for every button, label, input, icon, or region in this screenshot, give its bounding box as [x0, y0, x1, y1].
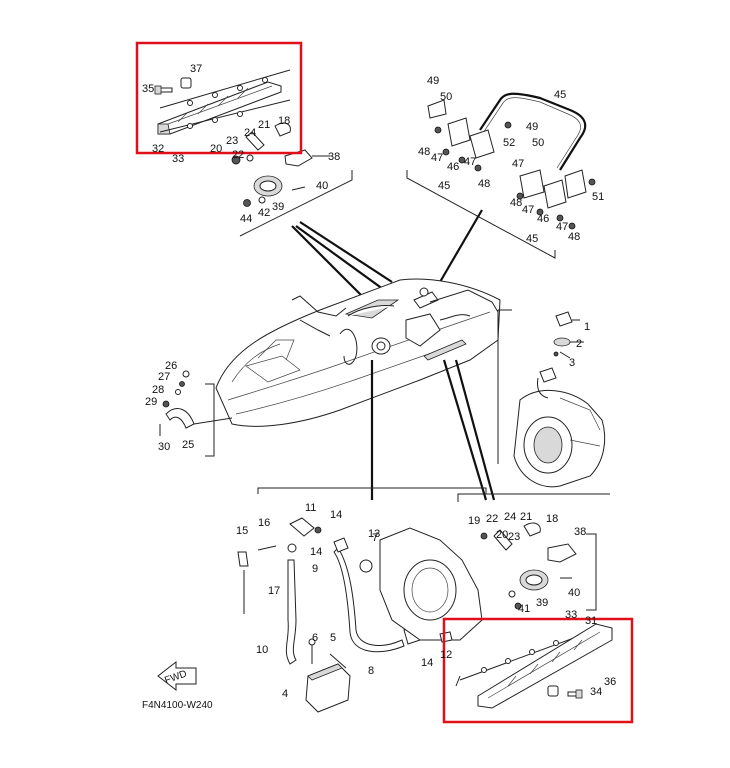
part-number-label: 1 [584, 321, 590, 333]
part-number-label: 44 [240, 213, 252, 225]
part-number-label: 32 [152, 143, 164, 155]
part-number-label: 48 [478, 178, 490, 190]
part-number-label: 9 [312, 563, 318, 575]
part-number-label: 19 [468, 515, 480, 527]
jet-pump-group [497, 309, 606, 488]
part-number-label: 45 [438, 180, 450, 192]
part-number-label: 29 [145, 396, 157, 408]
left-bracket-group [159, 370, 233, 457]
part-number-label: 47 [431, 152, 443, 164]
part-number-label: 40 [316, 180, 328, 192]
part-number-label: 13 [368, 528, 380, 540]
part-number-label: 23 [508, 531, 520, 543]
watercraft-hull [215, 278, 501, 427]
part-number-label: 5 [330, 632, 336, 644]
bottom-left-group [237, 517, 483, 713]
part-number-label: 50 [532, 137, 544, 149]
part-number-label: 3 [569, 357, 575, 369]
part-number-label: 52 [503, 137, 515, 149]
part-number-label: 48 [510, 197, 522, 209]
part-number-label: 36 [604, 676, 616, 688]
bottom-rail [455, 623, 613, 709]
part-number-label: 38 [328, 151, 340, 163]
part-number-label: 48 [418, 146, 430, 158]
part-number-label: 38 [574, 526, 586, 538]
part-number-label: 47 [512, 158, 524, 170]
part-number-label: 28 [152, 384, 164, 396]
part-number-label: 21 [520, 511, 532, 523]
part-number-label: 12 [440, 649, 452, 661]
part-number-label: 4 [282, 688, 288, 700]
part-number-label: 25 [182, 439, 194, 451]
fwd-arrow: FWD [157, 660, 197, 692]
part-number-label: 40 [568, 587, 580, 599]
part-number-label: 33 [172, 153, 184, 165]
part-number-label: 46 [447, 161, 459, 173]
part-number-label: 20 [496, 529, 508, 541]
part-number-label: 26 [165, 360, 177, 372]
part-number-label: 39 [272, 201, 284, 213]
clip-part [245, 131, 265, 151]
part-number-label: 47 [556, 221, 568, 233]
part-number-label: 14 [330, 509, 342, 521]
part-number-label: 47 [522, 204, 534, 216]
part-number-label: 47 [464, 156, 476, 168]
part-number-label: 35 [142, 83, 154, 95]
part-number-label: 10 [256, 644, 268, 656]
part-number-label: 22 [232, 149, 244, 161]
part-number-label: 34 [590, 686, 602, 698]
highlight-box-top [135, 41, 303, 155]
part-number-label: 6 [312, 632, 318, 644]
part-number-label: 15 [236, 525, 248, 537]
part-number-label: 49 [526, 121, 538, 133]
part-number-label: 24 [244, 127, 256, 139]
part-number-label: 49 [427, 75, 439, 87]
part-number-label: 33 [565, 609, 577, 621]
part-number-label: 20 [210, 143, 222, 155]
part-number-label: 37 [190, 63, 202, 75]
part-number-label: 42 [258, 207, 270, 219]
part-number-label: 46 [537, 213, 549, 225]
part-number-label: 23 [226, 135, 238, 147]
part-number-label: 14 [310, 546, 322, 558]
part-number-label: 45 [554, 89, 566, 101]
part-number-label: 45 [526, 233, 538, 245]
part-number-label: 39 [536, 597, 548, 609]
part-number-label: 51 [592, 191, 604, 203]
part-number-label: 21 [258, 119, 270, 131]
part-number-label: 27 [158, 371, 170, 383]
highlight-box-bottom [442, 617, 634, 724]
part-number-label: 48 [568, 231, 580, 243]
part-number-label: 11 [305, 502, 316, 514]
part-number-label: 30 [158, 441, 170, 453]
part-number-label: 50 [440, 91, 452, 103]
part-number-label: 14 [421, 657, 433, 669]
part-number-label: 8 [368, 665, 374, 677]
diagram-code: F4N4100-W240 [142, 700, 213, 711]
part-number-label: 2 [576, 338, 582, 350]
bottom-right-group [480, 522, 597, 611]
part-number-label: 41 [518, 603, 530, 615]
top-right-group [406, 92, 596, 259]
part-number-label: 22 [486, 513, 498, 525]
part-number-label: 7 [372, 532, 378, 544]
part-number-label: 18 [278, 115, 290, 127]
part-number-label: 24 [504, 511, 516, 523]
part-number-label: 16 [258, 517, 270, 529]
part-number-label: 17 [268, 585, 280, 597]
part-number-label: 18 [546, 513, 558, 525]
part-number-label: 31 [585, 615, 597, 627]
